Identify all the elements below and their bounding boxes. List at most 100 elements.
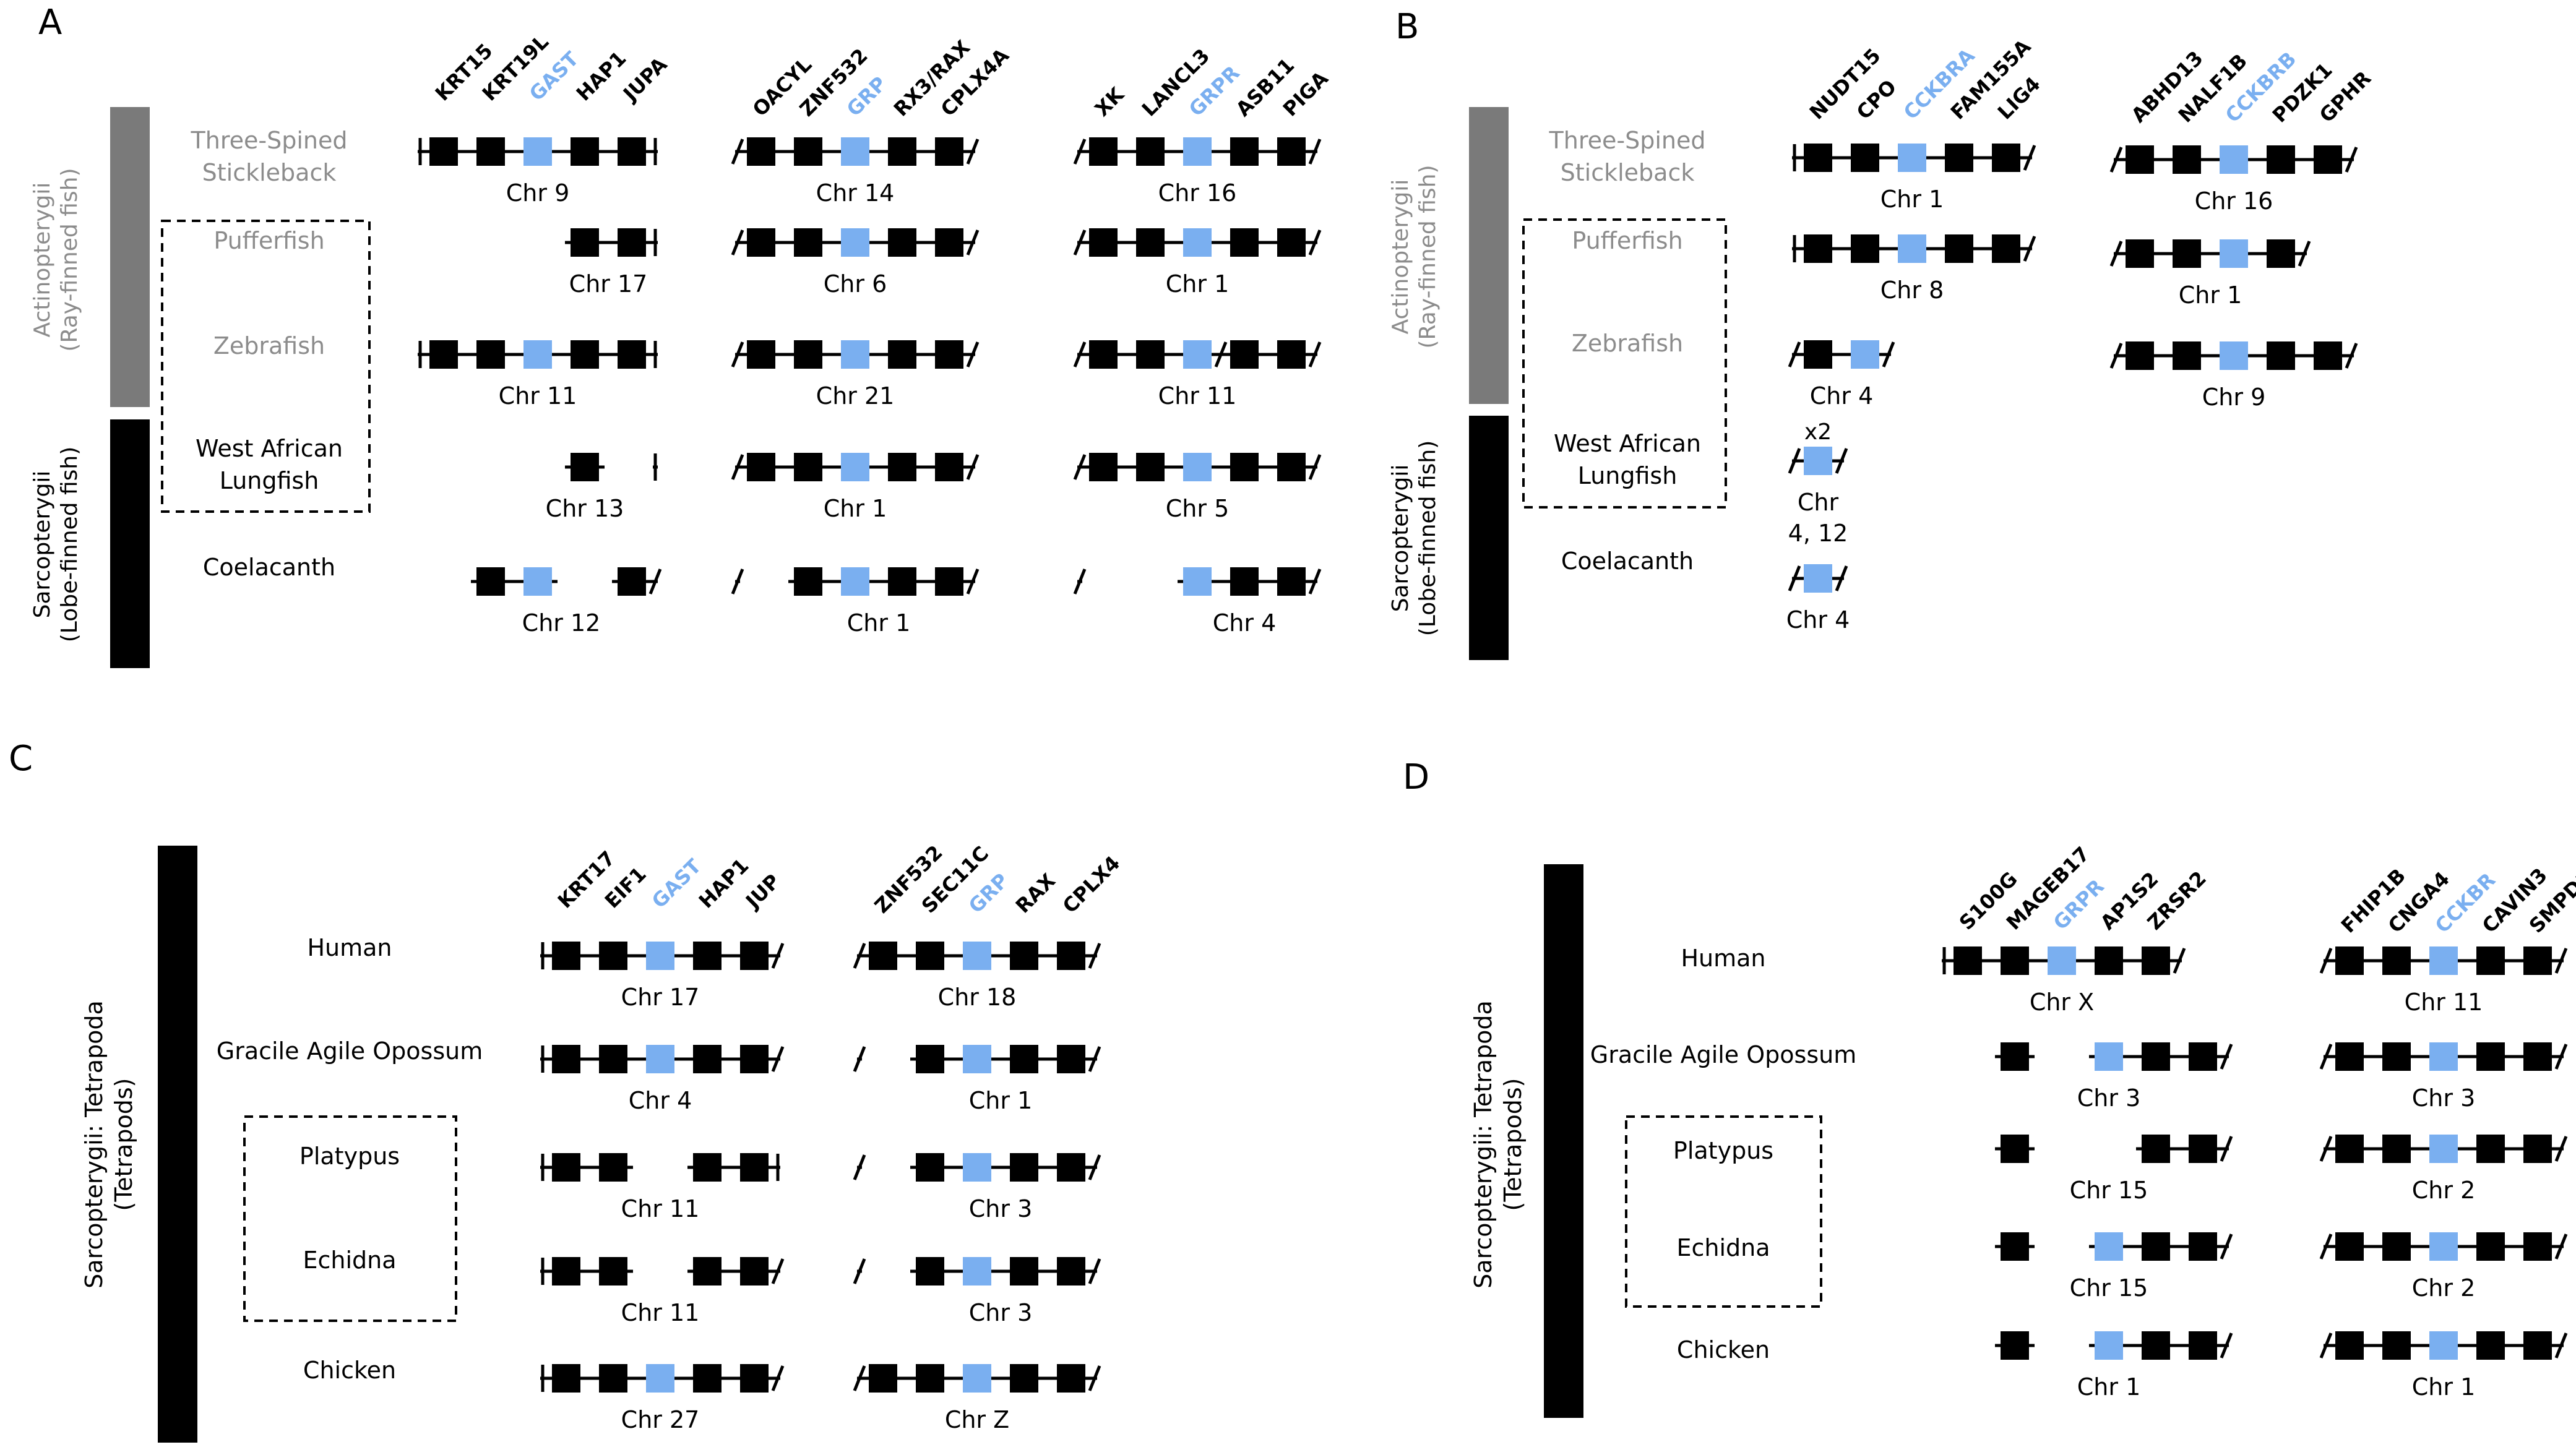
gene-box	[2382, 1135, 2411, 1163]
gene-box	[2476, 1135, 2505, 1163]
focal-gene-box	[2220, 239, 2248, 268]
locus-track	[1788, 564, 1848, 593]
group-label: Sarcopterygii	[30, 471, 55, 619]
locus-track	[2109, 239, 2311, 268]
gene-box	[693, 1257, 722, 1285]
focal-gene-box	[1804, 447, 1832, 475]
chromosome-label: Chr 14	[816, 179, 895, 207]
gene-box	[2335, 1331, 2364, 1360]
gene-box	[1010, 1257, 1038, 1285]
gene-box	[740, 1364, 769, 1393]
species-label: Echidna	[1676, 1234, 1770, 1261]
species-label: Three-Spined	[191, 127, 348, 154]
chromosome-label: Chr 16	[2195, 187, 2273, 215]
species-label: Platypus	[299, 1143, 400, 1170]
focal-gene-box	[1804, 564, 1832, 593]
focal-gene-box	[1183, 567, 1212, 596]
species-label: Stickleback	[1561, 159, 1695, 186]
chromosome-label: 4, 12	[1788, 520, 1848, 547]
chromosome-break-slash	[853, 1258, 866, 1284]
focal-gene-box	[841, 137, 869, 166]
chromosome-break-slash	[731, 454, 744, 480]
chromosome-break-slash	[731, 341, 744, 367]
gene-box	[1010, 942, 1038, 970]
gene-box	[916, 1364, 944, 1393]
gene-box	[747, 453, 775, 481]
gene-box	[916, 942, 944, 970]
gene-box	[2189, 1135, 2217, 1163]
gene-box	[747, 228, 775, 257]
focal-gene-box	[1898, 144, 1926, 172]
chromosome-break-slash	[2220, 1333, 2233, 1358]
chromosome-break-slash	[2554, 1234, 2568, 1260]
group-label: Sarcopterygii: Tetrapoda	[80, 1000, 108, 1289]
chromosome-break-slash	[1073, 230, 1087, 255]
focal-gene-box	[2429, 1331, 2458, 1360]
locus-track	[2319, 1232, 2568, 1261]
gene-box	[794, 567, 822, 596]
gene-box	[794, 453, 822, 481]
chromosome-label: Chr 11	[2405, 989, 2483, 1016]
focal-gene-box	[963, 1153, 991, 1182]
chromosome-break-slash	[2109, 343, 2123, 369]
locus-track	[540, 1257, 785, 1285]
gene-box	[429, 137, 458, 166]
locus-track	[540, 942, 785, 970]
chromosome-label: Chr 6	[824, 270, 887, 298]
gene-label: XK	[1090, 82, 1129, 121]
group-bar-sarcopterygii	[1469, 416, 1509, 660]
gene-box	[552, 1153, 580, 1182]
chromosome-label: Chr X	[2030, 989, 2094, 1016]
focal-gene-box	[1183, 228, 1212, 257]
gene-box	[618, 228, 646, 257]
chromosome-label: Chr 9	[2202, 384, 2266, 411]
gene-box	[2476, 1232, 2505, 1261]
locus-track	[565, 228, 658, 257]
species-label: Stickleback	[202, 159, 337, 186]
chromosome-break-slash	[2109, 241, 2123, 267]
group-label: (Ray-finned fish)	[1415, 165, 1441, 348]
gene-box	[1230, 228, 1259, 257]
gene-box	[2523, 946, 2552, 975]
group-bar-actinopterygii	[110, 107, 150, 407]
chromosome-break-slash	[2319, 1136, 2333, 1162]
chromosome-break-slash	[1088, 1154, 1101, 1180]
gene-box	[2142, 1135, 2170, 1163]
gene-box	[1057, 1153, 1085, 1182]
gene-box	[1851, 144, 1879, 172]
gene-box	[693, 1153, 722, 1182]
locus-track	[731, 567, 980, 596]
gene-box	[1010, 1364, 1038, 1393]
focal-gene-box	[963, 942, 991, 970]
gene-box	[740, 1045, 769, 1073]
chromosome-break-slash	[2319, 1044, 2333, 1070]
focal-gene-box	[841, 228, 869, 257]
locus-track	[565, 453, 658, 481]
gene-box	[794, 137, 822, 166]
chromosome-break-slash	[1088, 1365, 1101, 1391]
gene-box	[2001, 1232, 2029, 1261]
gene-box	[2142, 1232, 2170, 1261]
panel-letter: B	[1395, 7, 1419, 47]
gene-box	[1230, 340, 1259, 369]
chromosome-label: Chr 5	[1166, 495, 1230, 522]
gene-box	[599, 942, 627, 970]
chromosome-label: Chr 1	[2179, 281, 2242, 309]
chromosome-break-slash	[771, 1365, 785, 1391]
locus-track	[1995, 1135, 2233, 1163]
chromosome-break-slash	[2109, 147, 2123, 173]
chromosome-break-slash	[1788, 341, 1801, 367]
panel-letter: D	[1403, 757, 1429, 797]
gene-box	[2476, 946, 2505, 975]
gene-box	[2189, 1232, 2217, 1261]
chromosome-label: Chr 8	[1880, 277, 1944, 304]
locus-track	[731, 137, 980, 166]
chromosome-label: Chr 27	[621, 1406, 700, 1433]
group-bar-sarcopterygii	[110, 419, 150, 668]
locus-track	[471, 567, 662, 596]
gene-box	[571, 137, 599, 166]
gene-box	[599, 1364, 627, 1393]
gene-box	[618, 137, 646, 166]
chromosome-break-slash	[1308, 139, 1322, 165]
